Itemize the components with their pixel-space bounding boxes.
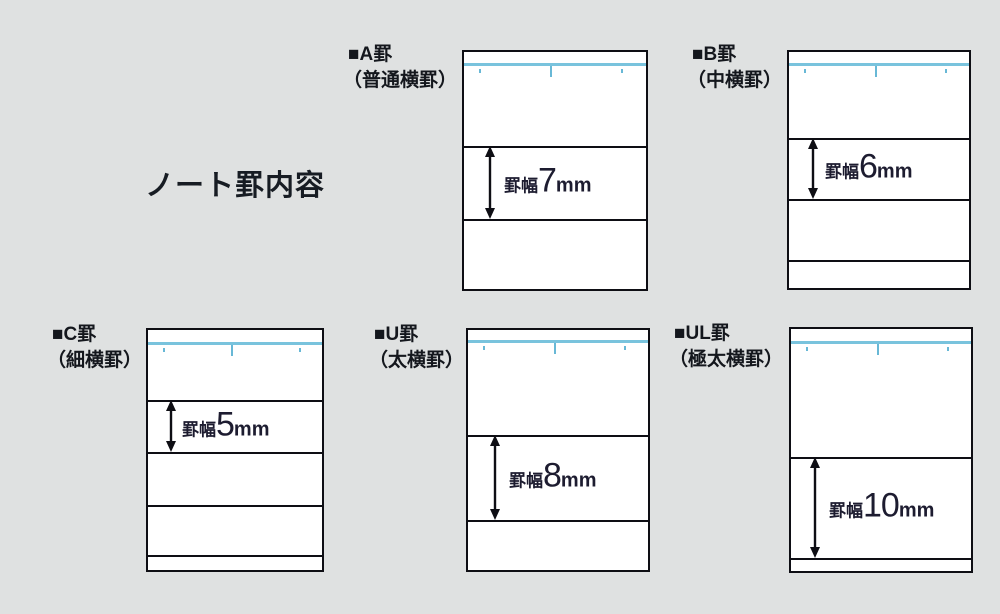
measure-value: 8: [543, 456, 562, 495]
rule-line: [789, 138, 969, 140]
tick-mark-left: [804, 69, 807, 73]
tick-mark-right: [623, 346, 626, 350]
tick-mark-center: [230, 345, 233, 356]
measure-unit: mm: [560, 469, 597, 492]
tick-mark-center: [553, 343, 556, 354]
tick-mark-center: [874, 66, 877, 77]
margin-line: [468, 340, 648, 343]
tick-mark-center: [876, 344, 879, 355]
measure-prefix: 罫幅: [829, 501, 863, 521]
rule-line: [468, 435, 648, 437]
notebook-page-a: 罫幅7mm: [462, 50, 648, 291]
figure-a-label-line2: （普通横罫）: [343, 70, 458, 91]
figure-a-label: ■A罫 （普通横罫）: [343, 42, 457, 94]
figure-u-label-line1: ■U罫: [374, 324, 419, 345]
rule-line: [464, 146, 646, 148]
measure-prefix: 罫幅: [509, 471, 543, 491]
margin-line: [148, 342, 322, 345]
notebook-page-u: 罫幅8mm: [466, 328, 650, 572]
measure-value: 7: [538, 161, 557, 200]
figure-ul-label-line1: ■UL罫: [674, 323, 730, 344]
measure-prefix: 罫幅: [182, 420, 216, 440]
tick-mark-right: [946, 347, 949, 351]
figure-a-label-line1: ■A罫: [348, 44, 393, 65]
rule-line: [148, 505, 322, 507]
rule-line: [789, 260, 969, 262]
figure-u-label: ■U罫 （太横罫）: [369, 322, 464, 374]
margin-line: [789, 63, 969, 66]
width-arrow: [166, 400, 176, 452]
measure-value: 5: [216, 405, 235, 444]
figure-ul-label-line2: （極太横罫）: [669, 349, 784, 370]
tick-mark-left: [483, 346, 486, 350]
tick-mark-center: [550, 66, 553, 77]
measure-unit: mm: [233, 418, 270, 441]
figure-ul-label: ■UL罫 （極太横罫）: [669, 321, 783, 373]
measure-prefix: 罫幅: [825, 162, 859, 182]
tick-mark-right: [621, 69, 624, 73]
measure-value: 10: [863, 486, 900, 525]
tick-mark-right: [298, 348, 301, 352]
width-measurement: 罫幅8mm: [509, 457, 597, 496]
tick-mark-left: [162, 348, 165, 352]
notebook-page-ul: 罫幅10mm: [789, 327, 973, 573]
rule-line: [791, 457, 971, 459]
width-measurement: 罫幅6mm: [825, 148, 913, 187]
width-arrow: [490, 435, 500, 520]
figure-b-label: ■B罫 （中横罫）: [687, 42, 782, 94]
width-measurement: 罫幅10mm: [829, 487, 934, 526]
figure-c-label-line1: ■C罫: [52, 324, 97, 345]
figure-u-label-line2: （太横罫）: [369, 350, 465, 371]
rule-line: [464, 219, 646, 221]
width-arrow: [810, 457, 820, 558]
measure-prefix: 罫幅: [504, 176, 538, 196]
measure-value: 6: [859, 147, 878, 186]
rule-line: [148, 555, 322, 557]
width-measurement: 罫幅7mm: [504, 162, 592, 201]
measure-unit: mm: [898, 499, 935, 522]
diagram-title: ノート罫内容: [145, 170, 326, 202]
figure-c-label-line2: （細横罫）: [47, 350, 143, 371]
rule-line: [148, 400, 322, 402]
rule-line: [791, 558, 971, 560]
tick-mark-left: [479, 69, 482, 73]
rule-line: [148, 452, 322, 454]
notebook-page-b: 罫幅6mm: [787, 50, 971, 290]
tick-mark-left: [806, 347, 809, 351]
margin-line: [464, 63, 646, 66]
width-measurement: 罫幅5mm: [182, 406, 270, 445]
measure-unit: mm: [555, 174, 592, 197]
measure-unit: mm: [876, 160, 913, 183]
figure-b-label-line2: （中横罫）: [687, 70, 783, 91]
notebook-page-c: 罫幅5mm: [146, 328, 324, 572]
tick-mark-right: [944, 69, 947, 73]
figure-b-label-line1: ■B罫: [692, 44, 737, 65]
width-arrow: [485, 146, 495, 219]
figure-c-label: ■C罫 （細横罫）: [47, 322, 142, 374]
rule-line: [468, 520, 648, 522]
width-arrow: [808, 138, 818, 199]
margin-line: [791, 341, 971, 344]
rule-line: [789, 199, 969, 201]
